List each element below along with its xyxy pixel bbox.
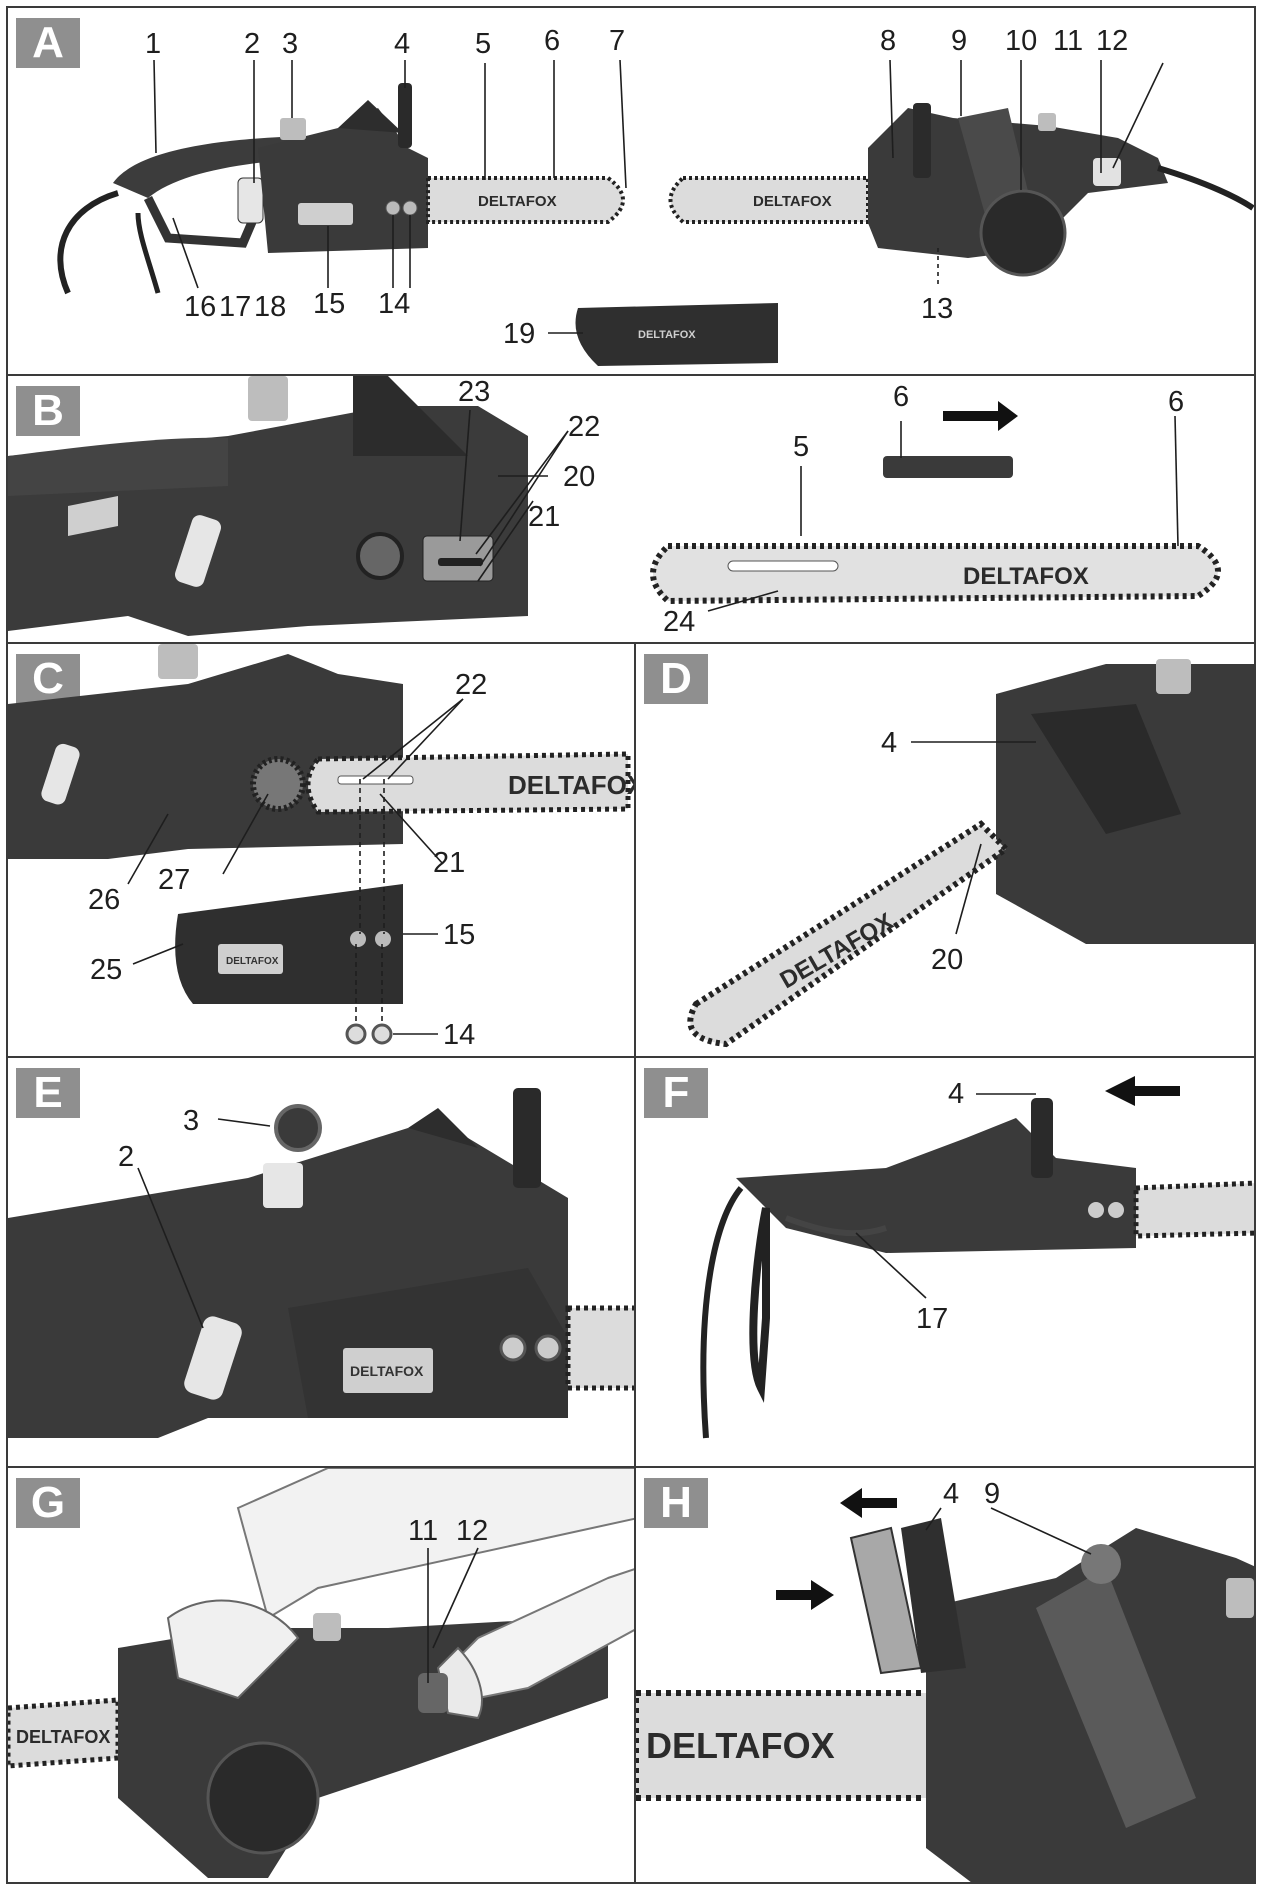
callout-15-c: 15 (443, 919, 475, 951)
callout-7: 7 (609, 25, 625, 57)
panel-g-illustration: DELTAFOX 11 12 (8, 1468, 634, 1878)
callout-17: 17 (219, 291, 251, 323)
panel-c: C DELTAFOX DELTAFOX (6, 642, 636, 1058)
bar-brand-a-right: DELTAFOX (753, 193, 832, 210)
callout-15: 15 (313, 288, 345, 320)
cover-brand: DELTAFOX (226, 956, 279, 967)
callout-9: 9 (951, 25, 967, 57)
callout-6: 6 (544, 25, 560, 57)
panel-b-illustration: DELTAFOX 23 22 20 21 6 6 5 24 (8, 376, 1221, 638)
callout-13: 13 (921, 293, 953, 325)
callout-21: 21 (528, 501, 560, 533)
callout-8: 8 (880, 25, 896, 57)
panel-a-illustration: DELTAFOX DELTAFOX DELTAFOX (57, 25, 1254, 366)
bar-brand-g: DELTAFOX (16, 1727, 110, 1747)
panel-c-tag: C (16, 654, 80, 704)
callout-24: 24 (663, 606, 695, 638)
callout-11: 11 (1053, 25, 1083, 57)
callout-22-c: 22 (455, 669, 487, 701)
panel-a-tag: A (16, 18, 80, 68)
callout-20: 20 (563, 461, 595, 493)
panel-f-illustration: 4 17 (700, 1076, 1254, 1439)
callout-10: 10 (1005, 25, 1037, 57)
callout-12: 12 (1096, 25, 1128, 57)
callout-19: 19 (503, 318, 535, 350)
panel-b: B DELTAFOX (6, 374, 1256, 644)
panel-g: G DELTAFOX 11 12 (6, 1466, 636, 1884)
callout-6-chain-piece: 6 (893, 381, 909, 413)
callout-21-c: 21 (433, 847, 465, 879)
bar-brand-h: DELTAFOX (646, 1725, 835, 1766)
callout-9-h: 9 (984, 1478, 1000, 1510)
callout-5: 5 (475, 28, 491, 60)
callout-1: 1 (145, 28, 161, 60)
bar-brand-c: DELTAFOX (508, 770, 636, 800)
callout-26: 26 (88, 884, 120, 916)
panel-g-tag: G (16, 1478, 80, 1528)
callout-27: 27 (158, 864, 190, 896)
callout-11-g: 11 (408, 1515, 438, 1547)
callout-14-c: 14 (443, 1019, 475, 1051)
bar-brand-b: DELTAFOX (963, 563, 1089, 590)
callout-17-f: 17 (916, 1303, 948, 1335)
panel-f: F 4 17 (634, 1056, 1256, 1468)
callout-25: 25 (90, 954, 122, 986)
cover-brand-e: DELTAFOX (350, 1363, 424, 1379)
panel-f-tag: F (644, 1068, 708, 1118)
callout-4-h: 4 (943, 1478, 959, 1510)
bar-brand-a-left: DELTAFOX (478, 193, 557, 210)
callout-5-bar: 5 (793, 431, 809, 463)
panel-h-illustration: DELTAFOX 4 9 (636, 1478, 1254, 1882)
panel-c-illustration: DELTAFOX DELTAFOX 22 27 21 (8, 644, 636, 1051)
panel-e-tag: E (16, 1068, 80, 1118)
callout-2-e: 2 (118, 1141, 134, 1173)
callout-2: 2 (244, 28, 260, 60)
panel-e: E DELTAFOX 3 2 (6, 1056, 636, 1468)
callout-3: 3 (282, 28, 298, 60)
callout-4-f: 4 (948, 1078, 964, 1110)
callout-20-d: 20 (931, 944, 963, 976)
callout-18: 18 (254, 291, 286, 323)
callout-23: 23 (458, 376, 490, 408)
callout-14a: 14 (378, 288, 410, 320)
callout-4-d: 4 (881, 727, 897, 759)
panel-e-illustration: DELTAFOX 3 2 (8, 1088, 634, 1438)
panel-d: D DELTAFOX 4 20 (634, 642, 1256, 1058)
panel-d-illustration: DELTAFOX 4 20 (687, 659, 1254, 1048)
callout-3-e: 3 (183, 1105, 199, 1137)
callout-22: 22 (568, 411, 600, 443)
guard-brand: DELTAFOX (638, 329, 696, 341)
callout-16: 16 (184, 291, 216, 323)
panel-h: H DELTAFOX 4 9 (634, 1466, 1256, 1884)
callout-6-chain: 6 (1168, 386, 1184, 418)
panel-a: A DELTAFOX DELTAFOX (6, 6, 1256, 376)
panel-d-tag: D (644, 654, 708, 704)
callout-4: 4 (394, 28, 410, 60)
panel-b-tag: B (16, 386, 80, 436)
callout-12-g: 12 (456, 1515, 488, 1547)
panel-h-tag: H (644, 1478, 708, 1528)
